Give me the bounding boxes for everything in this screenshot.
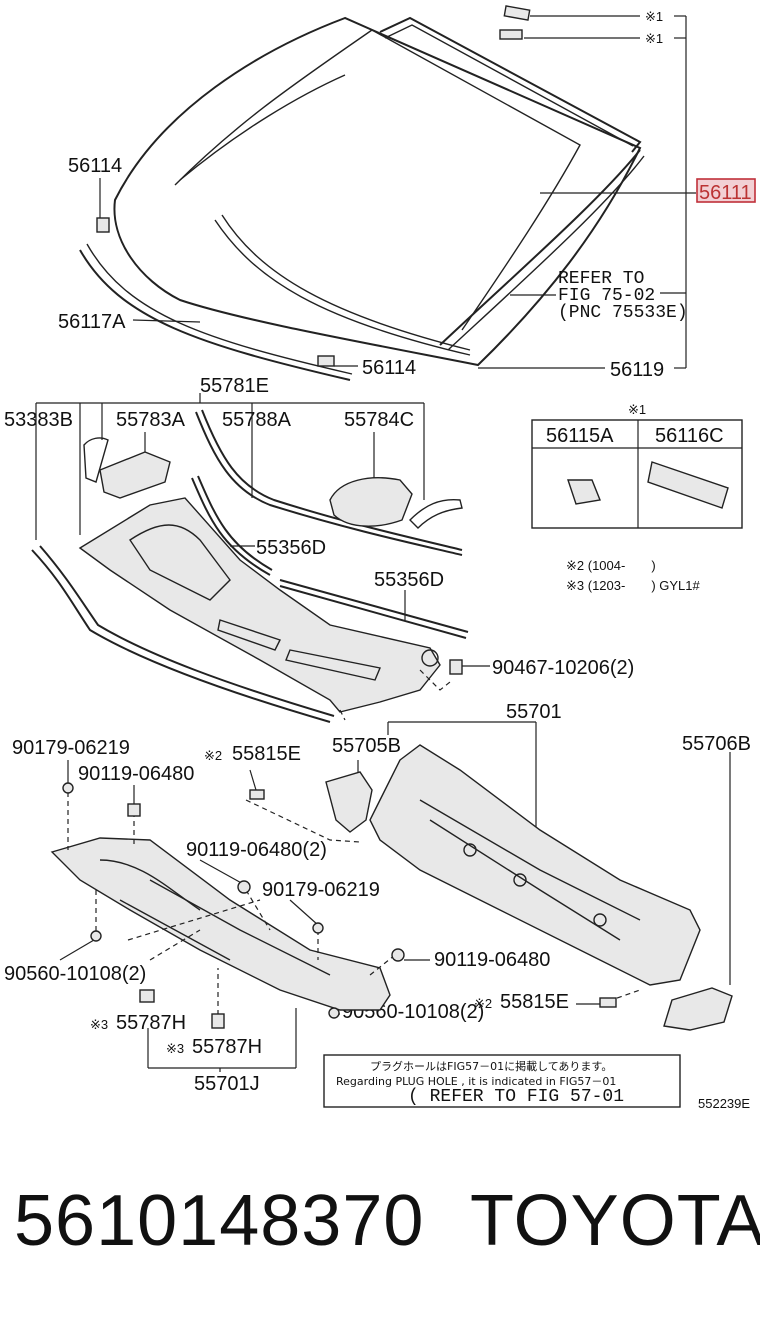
label-55701j: 55701J: [194, 1073, 260, 1095]
highlight-56111-box: [696, 178, 756, 203]
label-55788a: 55788A: [222, 409, 292, 431]
seal-55356d-upper: [191, 475, 273, 576]
label-footnote-2: ※2 (1004- ): [566, 558, 656, 573]
label-56119: 56119: [610, 359, 664, 381]
cover-55783a: [83, 437, 171, 499]
label-55815e-mark-a: ※2: [204, 748, 222, 763]
label-plug-jp: プラグホールはFIG57－01に掲載してあります。: [370, 1059, 612, 1073]
label-55356d-lower: 55356D: [374, 569, 444, 591]
label-90119-pair: 90119-06480(2): [186, 839, 327, 861]
windshield-glass: [113, 16, 642, 367]
label-90119-right: 90119-06480: [434, 949, 550, 971]
side-moulding-right: [439, 149, 645, 351]
label-55706b: 55706B: [682, 733, 751, 755]
label-note-1a: ※1: [645, 9, 663, 24]
fasteners: [62, 782, 617, 1029]
label-col-56115a: 56115A: [546, 425, 614, 447]
brand-name: TOYOTA: [470, 1181, 760, 1261]
label-55787h-mark-b: ※3: [166, 1041, 184, 1056]
label-56114-bottom: 56114: [362, 357, 416, 379]
label-55356d-upper: 55356D: [256, 537, 326, 559]
label-56114-top: 56114: [68, 155, 122, 177]
label-90467: 90467-10206(2): [492, 657, 634, 679]
label-55787h-a: 55787H: [116, 1012, 186, 1034]
part-number: 5610148370: [14, 1181, 425, 1261]
label-55787h-mark-a: ※3: [90, 1017, 108, 1032]
label-55815e-a: 55815E: [232, 743, 301, 765]
hood-seal-53383b: [31, 545, 335, 723]
bracket-55706b: [663, 987, 733, 1031]
cowl-top-ventilator-louver: [78, 497, 441, 713]
label-53383b: 53383B: [4, 409, 73, 431]
leaders-cowl-panel: [59, 721, 731, 1072]
label-90560-left: 90560-10108(2): [4, 963, 146, 985]
clip-56114-left: [96, 217, 110, 233]
label-90119-top: 90119-06480: [78, 763, 194, 785]
label-56117a: 56117A: [58, 311, 126, 333]
label-56111-highlighted: 56111: [699, 182, 752, 204]
label-diagram-id: 552239E: [698, 1096, 750, 1111]
label-table-note: ※1: [628, 402, 646, 417]
label-55783a: 55783A: [116, 409, 186, 431]
seal-55356d-lower: [279, 579, 469, 639]
clip-table: [531, 419, 743, 529]
label-refer-pnc: (PNC 75533E): [558, 303, 688, 323]
label-refer-fig: FIG 75-02: [558, 286, 655, 306]
cowl-panel-55701: [369, 744, 701, 986]
label-note-1b: ※1: [645, 31, 663, 46]
label-footnote-3: ※3 (1203- ) GYL1#: [566, 578, 700, 593]
label-55815e-mark-b: ※2: [474, 996, 492, 1011]
label-col-56116c: 56116C: [655, 425, 724, 447]
label-55705b: 55705B: [332, 735, 401, 757]
label-refer-to: REFER TO: [558, 269, 644, 289]
clip-90467: [449, 659, 463, 675]
plug-hole-note: [323, 1054, 681, 1108]
label-55815e-b: 55815E: [500, 991, 569, 1013]
clip-56114-bottom: [317, 355, 335, 367]
side-moulding-left: [79, 243, 353, 381]
part-footer: 5610148370 TOYOTA: [0, 1180, 760, 1290]
label-plug-ref: ( REFER TO FIG 57-01: [408, 1087, 624, 1107]
label-90179-top: 90179-06219: [12, 737, 130, 759]
label-55787h-b: 55787H: [192, 1036, 262, 1058]
seal-55781e: [195, 409, 463, 556]
label-90179-mid: 90179-06219: [262, 879, 380, 901]
cowl-panel-inner-55701j: [50, 837, 391, 1011]
leaders-cowl: [35, 393, 490, 667]
leaders-windshield: [99, 15, 696, 369]
label-55784c: 55784C: [344, 409, 414, 431]
clip-top: [499, 5, 531, 40]
label-55701: 55701: [506, 701, 562, 723]
dashed-guides: [67, 669, 641, 1015]
bracket-55705b: [325, 771, 373, 833]
cover-55784c: [329, 477, 463, 529]
label-55781e: 55781E: [200, 375, 269, 397]
windshield-top-moulding: [379, 16, 642, 153]
label-plug-en: Regarding PLUG HOLE , it is indicated in…: [336, 1075, 616, 1088]
